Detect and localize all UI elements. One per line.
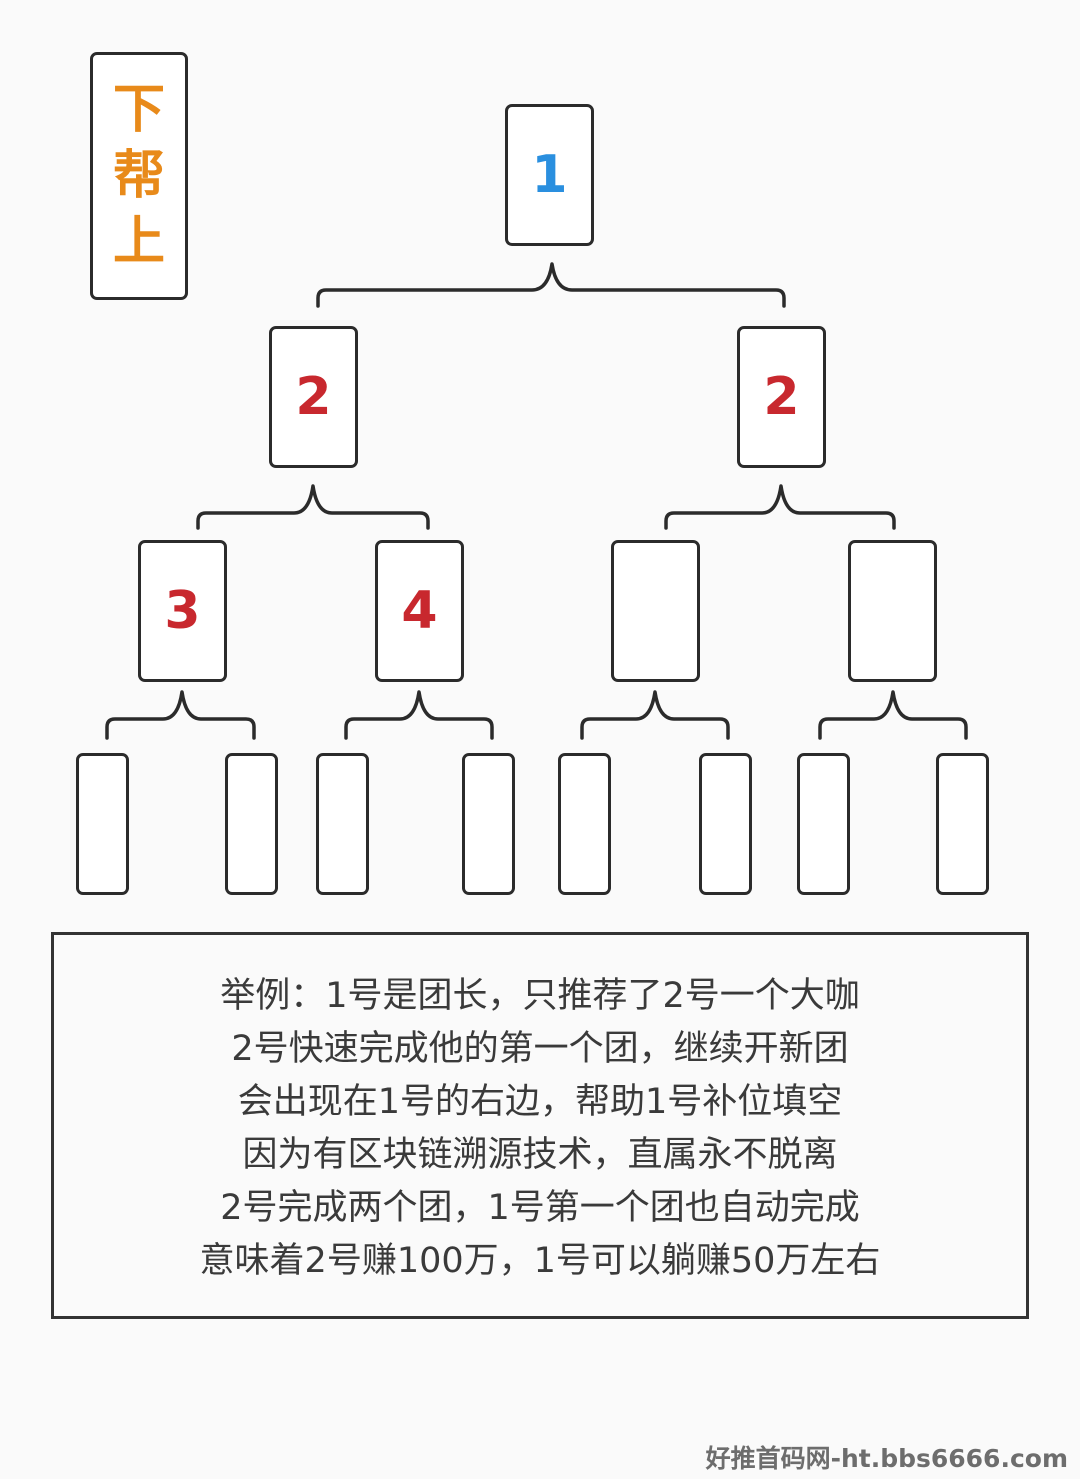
legend-char-down: 下 bbox=[112, 80, 165, 140]
connector-l3-2 bbox=[344, 690, 494, 740]
node-l4-3 bbox=[316, 753, 369, 895]
node-l4-5 bbox=[558, 753, 611, 895]
node-root-label: 1 bbox=[531, 145, 568, 205]
node-l3-4 bbox=[848, 540, 937, 682]
node-root: 1 bbox=[505, 104, 594, 246]
node-l3-1: 3 bbox=[138, 540, 227, 682]
watermark: 好推首码网-ht.bbs6666.com bbox=[705, 1444, 1068, 1473]
node-l4-8 bbox=[936, 753, 989, 895]
node-l3-2-label: 4 bbox=[401, 581, 438, 641]
connector-l3-4 bbox=[818, 690, 968, 740]
node-l3-3 bbox=[611, 540, 700, 682]
legend-box: 下 帮 上 bbox=[90, 52, 188, 300]
node-l4-6 bbox=[699, 753, 752, 895]
explanation-line-4: 因为有区块链溯源技术，直属永不脱离 bbox=[242, 1135, 838, 1175]
explanation-line-2: 2号快速完成他的第一个团，继续开新团 bbox=[231, 1029, 849, 1069]
node-l2-left: 2 bbox=[269, 326, 358, 468]
node-l3-2: 4 bbox=[375, 540, 464, 682]
node-l2-right-label: 2 bbox=[763, 367, 800, 427]
connector-root bbox=[316, 262, 786, 308]
explanation-line-6: 意味着2号赚100万，1号可以躺赚50万左右 bbox=[199, 1241, 881, 1281]
explanation-line-1: 举例：1号是团长，只推荐了2号一个大咖 bbox=[220, 976, 860, 1016]
node-l2-right: 2 bbox=[737, 326, 826, 468]
node-l4-4 bbox=[462, 753, 515, 895]
connector-l2-right bbox=[664, 484, 896, 530]
legend-char-up: 上 bbox=[112, 212, 165, 272]
connector-l3-1 bbox=[105, 690, 256, 740]
node-l4-1 bbox=[76, 753, 129, 895]
node-l4-2 bbox=[225, 753, 278, 895]
tree-connectors bbox=[105, 262, 968, 740]
node-l3-1-label: 3 bbox=[164, 581, 201, 641]
legend-char-help: 帮 bbox=[112, 146, 165, 206]
explanation-line-5: 2号完成两个团，1号第一个团也自动完成 bbox=[220, 1188, 860, 1228]
explanation-line-3: 会出现在1号的右边，帮助1号补位填空 bbox=[237, 1082, 843, 1122]
explanation-box: 举例：1号是团长，只推荐了2号一个大咖 2号快速完成他的第一个团，继续开新团 会… bbox=[51, 932, 1029, 1319]
node-l4-7 bbox=[797, 753, 850, 895]
connector-l3-3 bbox=[580, 690, 730, 740]
connector-l2-left bbox=[196, 484, 430, 530]
node-l2-left-label: 2 bbox=[295, 367, 332, 427]
